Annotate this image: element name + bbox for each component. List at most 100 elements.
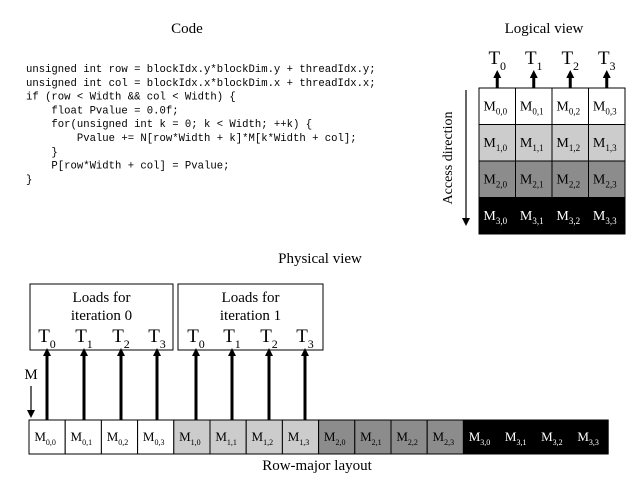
physical-thread-label-subscript: 1 — [235, 337, 241, 351]
logical-matrix-element-subscript: 1,2 — [569, 143, 580, 153]
physical-thread-label: T0 — [38, 326, 56, 351]
logical-matrix-element-subscript: 0,1 — [532, 106, 543, 116]
physical-thread-label: T1 — [223, 326, 241, 351]
row-major-cell — [535, 419, 573, 455]
logical-matrix-element-subscript: 2,2 — [569, 179, 580, 189]
logical-matrix-element-base: M — [483, 99, 496, 114]
logical-matrix-element-base: M — [593, 99, 606, 114]
logical-matrix-element: M2,0 — [483, 172, 507, 189]
logical-matrix-element-base: M — [556, 136, 569, 151]
m-pointer: M — [24, 367, 38, 418]
row-major-element-subscript: 3,1 — [516, 438, 526, 447]
row-major-element-subscript: 3,2 — [553, 438, 563, 447]
physical-thread-label-base: T — [148, 326, 160, 347]
row-major-element: M1,2 — [252, 429, 274, 447]
row-major-element-base: M — [34, 429, 46, 444]
code-line: float Pvalue = 0.0f; — [26, 105, 179, 117]
row-major-element-subscript: 2,1 — [372, 438, 382, 447]
row-major-element-subscript: 3,3 — [589, 438, 599, 447]
row-major-element-subscript: 1,3 — [299, 438, 309, 447]
row-major-element-base: M — [71, 429, 83, 444]
row-major-element: M1,3 — [288, 429, 310, 447]
row-major-element: M2,0 — [324, 429, 346, 447]
row-major-element: M0,3 — [143, 429, 165, 447]
physical-thread-label: T2 — [112, 326, 130, 351]
logical-thread-label-subscript: 0 — [500, 59, 506, 73]
logical-matrix-element-base: M — [520, 136, 533, 151]
logical-thread-label: T2 — [561, 48, 579, 73]
logical-matrix-element-base: M — [556, 99, 569, 114]
logical-matrix-element: M1,3 — [593, 136, 617, 153]
logical-matrix-element-subscript: 3,3 — [605, 216, 617, 226]
logical-matrix-element-base: M — [483, 209, 496, 224]
logical-matrix-element-base: M — [556, 172, 569, 187]
physical-thread-label: T1 — [75, 326, 93, 351]
row-major-element: M3,3 — [577, 429, 599, 447]
row-major-element-base: M — [179, 429, 191, 444]
logical-matrix-element-base: M — [593, 209, 606, 224]
row-major-element-subscript: 0,3 — [154, 438, 164, 447]
logical-matrix-element: M2,3 — [593, 172, 617, 189]
row-major-element-subscript: 2,2 — [408, 438, 418, 447]
code-block: unsigned int row = blockIdx.y*blockDim.y… — [26, 64, 376, 186]
logical-matrix-element-base: M — [520, 209, 533, 224]
code-line: Pvalue += N[row*Width + k]*M[k*Width + c… — [26, 133, 357, 145]
logical-matrix-element: M2,1 — [520, 172, 544, 189]
logical-matrix-cell — [588, 197, 626, 235]
physical-thread-label-base: T — [223, 326, 235, 347]
logical-matrix-cell — [551, 160, 589, 198]
load-group-box — [29, 283, 174, 351]
physical-thread-label-base: T — [187, 326, 199, 347]
m-pointer-label: M — [24, 367, 37, 383]
logical-matrix-element: M3,0 — [483, 209, 507, 226]
logical-matrix-element-subscript: 1,0 — [496, 143, 508, 153]
physical-thread-label: T3 — [296, 326, 314, 351]
physical-thread-label-subscript: 2 — [272, 337, 278, 351]
logical-matrix-element-base: M — [483, 136, 496, 151]
logical-matrix-element-subscript: 1,3 — [605, 143, 617, 153]
physical-thread-label-subscript: 1 — [87, 337, 93, 351]
row-major-element: M3,2 — [541, 429, 563, 447]
row-major-element-base: M — [360, 429, 372, 444]
logical-matrix-element: M0,3 — [593, 99, 617, 116]
row-major-cell — [100, 419, 139, 455]
logical-thread-label-subscript: 1 — [537, 59, 543, 73]
row-major-element-base: M — [107, 429, 119, 444]
row-major-cell — [28, 419, 66, 455]
physical-thread-label-subscript: 0 — [199, 337, 205, 351]
logical-matrix-element-base: M — [520, 99, 533, 114]
logical-matrix-element: M0,0 — [483, 99, 507, 116]
logical-matrix-cell — [551, 124, 589, 162]
physical-thread-label: T3 — [148, 326, 166, 351]
logical-thread-label-subscript: 2 — [573, 59, 579, 73]
logical-matrix-element: M3,3 — [593, 209, 617, 226]
row-major-element-subscript: 0,0 — [46, 438, 56, 447]
logical-thread-label: T3 — [598, 48, 616, 73]
row-major-element: M2,1 — [360, 429, 382, 447]
row-major-element: M0,1 — [71, 429, 93, 447]
row-major-element-base: M — [143, 429, 155, 444]
logical-matrix-element-subscript: 2,3 — [605, 179, 617, 189]
row-major-element-subscript: 0,1 — [82, 438, 92, 447]
physical-thread-label-subscript: 0 — [50, 337, 56, 351]
logical-thread-label-base: T — [598, 48, 610, 69]
row-major-element-base: M — [577, 429, 589, 444]
row-major-element-subscript: 2,0 — [335, 438, 345, 447]
logical-matrix-cell — [588, 160, 626, 198]
logical-matrix-element-base: M — [520, 172, 533, 187]
row-major-element-base: M — [288, 429, 300, 444]
physical-thread-label-subscript: 3 — [160, 337, 166, 351]
code-line: P[row*Width + col] = Pvalue; — [26, 161, 229, 173]
logical-matrix-element-subscript: 0,0 — [496, 106, 508, 116]
logical-matrix-element-subscript: 3,2 — [569, 216, 580, 226]
logical-matrix-element: M1,0 — [483, 136, 507, 153]
logical-matrix-element-base: M — [593, 136, 606, 151]
row-major-cell — [64, 419, 102, 455]
row-major-element-base: M — [505, 429, 517, 444]
